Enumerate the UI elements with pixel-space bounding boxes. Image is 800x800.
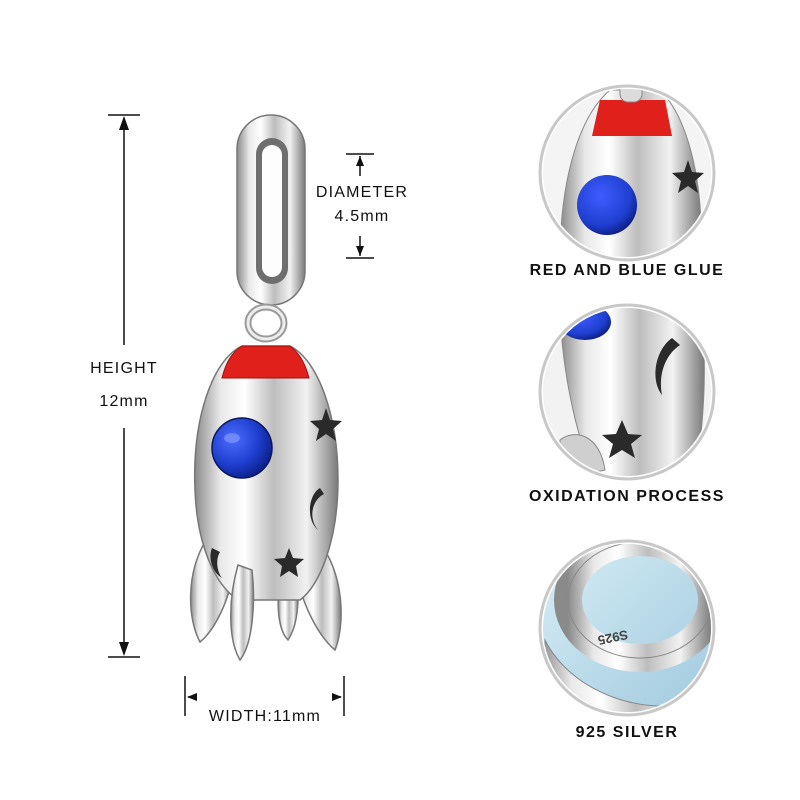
diameter-label: DIAMETER bbox=[315, 184, 409, 201]
rocket-charm bbox=[189, 114, 342, 662]
height-dimension-line bbox=[108, 114, 140, 658]
width-dimension-line bbox=[184, 676, 345, 716]
feature-caption-silver: 925 SILVER bbox=[575, 724, 679, 741]
diameter-dimension-line bbox=[346, 153, 374, 259]
height-value: 12mm bbox=[99, 393, 149, 410]
width-label: WIDTH:11mm bbox=[208, 708, 322, 725]
oxidation-closeup-image bbox=[538, 303, 716, 481]
feature-caption-glue: RED AND BLUE GLUE bbox=[529, 262, 725, 279]
silver-closeup-image bbox=[538, 539, 716, 717]
glue-closeup-image bbox=[538, 84, 716, 262]
feature-caption-oxidation: OXIDATION PROCESS bbox=[529, 488, 725, 505]
diameter-value: 4.5mm bbox=[334, 208, 390, 225]
height-label: HEIGHT bbox=[90, 360, 158, 377]
